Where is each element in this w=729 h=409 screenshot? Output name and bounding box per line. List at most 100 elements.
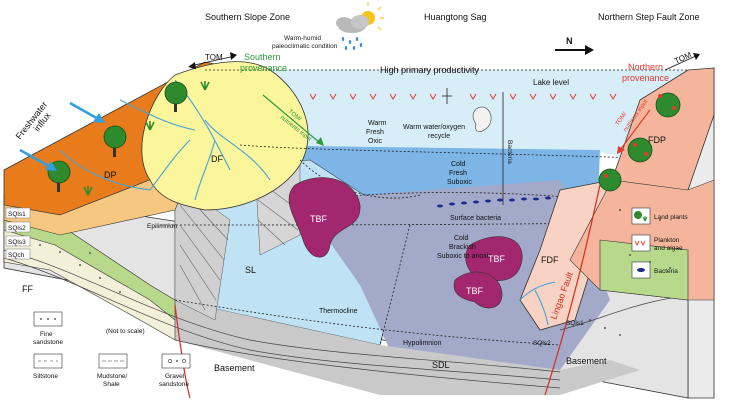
basement-right-label: Basement [566,356,607,366]
legend-label: Plankton [654,237,680,244]
mudstone-swatch [98,353,128,369]
sdl-body [300,180,610,370]
climate-line-2: paleoclimatic condition [272,43,338,50]
legend-lithology-label: sandstone [33,339,63,346]
tom-arrow-right [664,53,700,71]
brack-label-2: Brackish [449,244,476,251]
thermocline-label: Thermocline [319,308,358,315]
tree-icon [598,168,622,192]
epilimnion-label: Epilimnion [147,223,177,230]
df-label: DF [211,154,223,164]
bacteria-cluster [437,196,551,208]
northern-provenance-2: provenance [622,73,669,83]
not-to-scale-label: (Not to scale) [106,328,145,335]
cold-label-2: Fresh [449,170,467,177]
gravel-sandstone-swatch [161,353,191,369]
tree-icon [655,92,681,118]
legend-lithology-label: Siltstone [33,373,58,380]
symbol-legend: Land plants Plankton and algae Bacteria [631,207,688,279]
hypolimnion-label: Hypolimnion [403,340,442,347]
recycle-icon [472,106,492,132]
legend-lithology-label: sandstone [159,381,189,388]
tree-icon [164,81,188,112]
lithology-legend: Fine sandstone Siltstone Mudstone/ Shale… [33,311,191,388]
high-productivity-label: High primary productivity [380,65,480,75]
compass-label: N [566,36,573,46]
southern-provenance-2: provenance [240,63,287,73]
strata-lines [3,249,689,389]
ff-label: FF [22,284,33,294]
southern-provenance-1: Southern [244,52,281,62]
lower-sediment [175,300,640,395]
sl-label: SL [245,265,256,275]
bacteria-vertical-line: Bacteria [502,92,513,205]
tbf-body [453,271,503,309]
north-arrow-icon [555,45,594,55]
lake-level-marker [442,88,452,104]
sqls2-right-label: SQls2 [533,340,551,347]
tom-left-label: TOM [205,53,223,62]
warm-label-2: Fresh [366,129,384,136]
brack-label-1: Cold [454,235,469,242]
rain-icon [341,37,363,50]
warm-label-1: Warm [368,120,387,127]
bacteria-vertical-label: Bacteria [506,140,513,164]
cold-label-3: Suboxic [447,179,472,186]
tbf-body [288,177,361,258]
cold-label-1: Cold [451,161,466,168]
tom-input-left-arrow [262,94,324,146]
sqls1-left-label: SQls1 [8,211,26,218]
sdl-label: SDL [432,360,450,370]
legend-lithology-label: Fine [40,331,53,338]
tbf-label: TBF [488,254,506,264]
zone-north-label: Northern Step Fault Zone [598,12,700,22]
surface-bacteria-label: Surface bacteria [450,215,501,222]
brack-label-3: Suboxic to anoxic [437,253,492,260]
cloud-icon [336,15,369,33]
tbf-body [465,236,523,281]
recycle-label-2: recycle [428,133,450,140]
zone-center-label: Huangtong Sag [424,12,487,22]
fdp-label: FDP [648,135,666,145]
legend-label: Land plants [654,214,688,221]
plankton-marks [309,93,617,100]
zone-south-label: Southern Slope Zone [205,12,290,22]
tbf-label: TBF [466,286,484,296]
sqls3-left-box [5,235,31,247]
tree-icon [103,125,127,157]
siltstone-swatch [33,353,63,369]
legend-label: Bacteria [654,268,678,275]
tom-right-label: TOM [673,50,693,66]
legend-lithology-label: Mudstone/ [97,373,128,380]
plankton-icon [631,234,651,252]
dp-label: DP [104,170,117,180]
sqls1-right-label: SQls1 [566,320,584,327]
legend-label: and algae [654,245,683,252]
sqch-left-box [5,248,31,260]
sqch-left-label: SQch [8,252,25,259]
sqls3-left-label: SQls3 [8,239,26,246]
warm-label-3: Oxic [368,138,383,145]
legend-lithology-label: Shale [103,381,120,388]
fdf-label: FDF [541,255,559,265]
sqls2-left-box [5,221,31,233]
tom-input-right-arrow [617,109,651,154]
tom-arrow-left [188,52,237,69]
epilimnion-water [205,70,688,160]
tbf-label: TBF [310,214,328,224]
fdf-channels [519,281,556,326]
tree-icon [627,137,653,163]
recycle-label-1: Warm water/oxygen [403,124,465,131]
freshwater-arrow-icon [19,101,105,171]
sqls1-left-box [5,207,31,219]
legend-lithology-label: Gravel [165,373,185,380]
northern-provenance-1: Northern [628,62,663,72]
basement-left-label: Basement [214,363,255,373]
lake-level-label: Lake level [533,78,569,87]
shrub-icon [83,81,210,196]
lingao-fault-line [544,184,601,396]
climate-line-1: Warm-humid [284,35,321,42]
sqls2-left-label: SQls2 [8,225,26,232]
